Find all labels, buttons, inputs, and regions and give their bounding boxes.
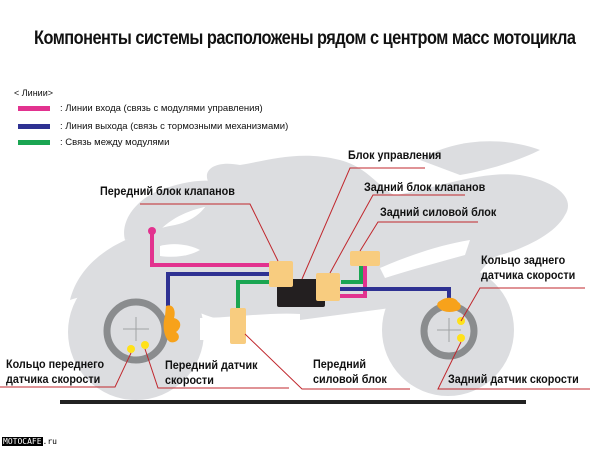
- leader-control-unit: [301, 167, 425, 280]
- link-rear-power: [341, 262, 363, 284]
- brake-lever-input-point: [148, 227, 156, 235]
- rear-power-block: [350, 251, 380, 266]
- rear-speed-sensor-dot: [457, 334, 465, 342]
- legend-swatch-module-link: [18, 140, 50, 145]
- engine-cutout: [200, 313, 300, 340]
- leader-front-sensor: [144, 348, 289, 389]
- front-ring-sensor-dot: [127, 345, 135, 353]
- legend-swatch-output: [18, 124, 50, 129]
- legend-item-output-line: : Линия выхода (связь с тормозными механ…: [18, 121, 288, 132]
- output-line-front: [166, 272, 272, 307]
- diagram-title: Компоненты системы расположены рядом с ц…: [34, 28, 576, 49]
- output-lines: [166, 272, 451, 307]
- legend-item-module-link: : Связь между модулями: [18, 137, 169, 148]
- legend-label-output: : Линия выхода (связь с тормозными механ…: [60, 121, 289, 132]
- leader-rear-valve: [329, 194, 465, 274]
- label-front-power-line2: силовой блок: [313, 372, 387, 386]
- watermark: MOTOCAFE.ru: [2, 437, 57, 446]
- leader-front-ring: [0, 352, 132, 388]
- label-rear-sensor: Задний датчик скорости: [448, 372, 579, 386]
- label-front-ring-line2: датчика скорости: [6, 372, 101, 386]
- watermark-brand: MOTOCAFE: [2, 437, 43, 446]
- link-front-sensor: [236, 280, 272, 308]
- label-front-power-line1: Передний: [313, 357, 367, 371]
- leader-rear-ring: [460, 287, 585, 322]
- label-control-unit: Блок управления: [348, 148, 442, 162]
- body-cutout: [380, 240, 470, 278]
- label-front-sensor-line2: скорости: [165, 373, 214, 387]
- watermark-suffix: .ru: [42, 437, 57, 446]
- label-front-valve-block: Передний блок клапанов: [100, 184, 235, 198]
- legend-heading: < Линии>: [14, 88, 53, 98]
- front-brake-caliper: [163, 305, 181, 343]
- label-front-sensor-line1: Передний датчик: [165, 358, 258, 372]
- input-line-front-lever: [150, 232, 272, 267]
- label-front-power: Передний силовой блок: [313, 357, 387, 387]
- input-line-rear: [330, 262, 367, 298]
- label-front-sensor: Передний датчик скорости: [165, 358, 258, 388]
- legend-label-module-link: : Связь между модулями: [60, 137, 170, 148]
- output-line-rear: [340, 287, 451, 300]
- label-rear-power-block: Задний силовой блок: [380, 205, 497, 219]
- label-rear-ring-line2: датчика скорости: [481, 268, 576, 282]
- leader-lines: [0, 167, 590, 390]
- leader-rear-power: [359, 221, 478, 252]
- ground-line: [60, 400, 526, 404]
- label-rear-valve-block: Задний блок клапанов: [364, 180, 486, 194]
- front-valve-block: [269, 261, 293, 287]
- rear-brake-caliper: [437, 297, 461, 312]
- leader-front-power: [244, 333, 410, 390]
- legend-label-input: : Линии входа (связь с модулями управлен…: [60, 103, 263, 114]
- fairing-silhouette: [124, 180, 220, 240]
- label-rear-ring-line1: Кольцо заднего: [481, 253, 566, 267]
- fairing-cutout: [160, 244, 200, 257]
- label-front-ring-line1: Кольцо переднего: [6, 357, 105, 371]
- legend-item-input-lines: : Линии входа (связь с модулями управлен…: [18, 103, 263, 114]
- wheel-crosshairs: [123, 317, 461, 342]
- label-front-ring: Кольцо переднего датчика скорости: [6, 357, 104, 387]
- tail-silhouette: [420, 141, 540, 175]
- rear-valve-block: [316, 273, 340, 301]
- label-rear-ring: Кольцо заднего датчика скорости: [481, 253, 575, 283]
- legend-swatch-input: [18, 106, 50, 111]
- leader-front-valve: [140, 203, 279, 262]
- leader-rear-sensor: [437, 341, 590, 390]
- input-lines: [150, 232, 367, 298]
- front-speed-sensor-dot: [141, 341, 149, 349]
- front-power-block: [230, 308, 246, 344]
- module-links: [236, 262, 363, 308]
